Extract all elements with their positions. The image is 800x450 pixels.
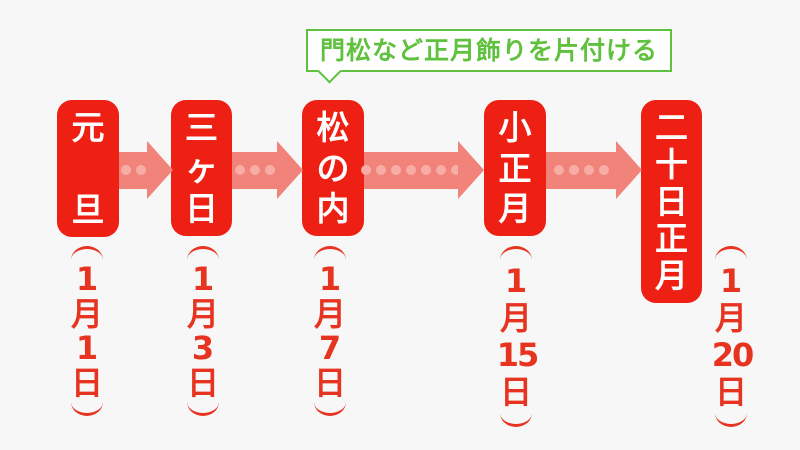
vertical-char: 日 [499,373,532,411]
arrow-dot [391,165,401,175]
vertical-char: 月 [714,299,747,337]
arrow-head-icon [277,141,303,199]
vertical-char: 日 [655,182,688,221]
callout-bubble: 門松など正月飾りを片付ける [306,29,672,84]
callout-text: 門松など正月飾りを片付ける [319,36,658,65]
vertical-close-paren [71,402,103,416]
vertical-char: 15 [496,336,540,374]
vertical-char: 月 [313,294,346,333]
vertical-char: 日 [185,189,218,228]
arrow-dot [376,165,386,175]
arrow-gantan-to-sanganichi [119,141,173,199]
arrow-body [546,151,616,189]
vertical-char: 1 [191,259,215,298]
vertical-char: の [316,148,350,188]
arrow-dot [436,165,446,175]
vertical-close-paren [500,413,532,427]
vertical-char: 月 [186,294,219,333]
arrow-dot [598,165,609,175]
vertical-char: 1 [318,259,342,298]
milestone-matsunouchi: 松の内 [302,100,364,236]
vertical-char: 日 [70,364,103,403]
milestone-sanganichi: 三ヶ日 [171,100,232,236]
arrow-dot [406,165,416,175]
vertical-char: 3 [191,329,215,368]
vertical-char: 三 [185,108,218,147]
vertical-char: 7 [318,329,342,368]
arrow-dot [249,165,260,175]
arrow-sanganichi-to-matsunouchi [232,141,303,199]
vertical-open-paren [187,246,219,260]
vertical-char: 二 [655,108,688,147]
vertical-open-paren [715,246,747,260]
vertical-close-paren [314,402,346,416]
vertical-close-paren [715,413,747,427]
vertical-char: 月 [655,256,688,295]
arrow-dot [451,165,461,175]
vertical-char: 松 [316,108,350,147]
arrow-dot [583,165,594,175]
vertical-char: 20 [711,336,755,374]
vertical-char: 1 [504,262,528,300]
vertical-char: 月 [499,299,532,337]
vertical-open-paren [314,246,346,260]
arrow-koshogatsu-to-hatsuka [546,141,642,199]
vertical-char: 1 [719,262,743,300]
vertical-char: 日 [186,364,219,403]
vertical-char: 内 [316,189,350,228]
vertical-char: 旦 [71,190,105,229]
arrow-dot [568,165,579,175]
milestone-hatsuka-shogatsu: 二十日正月 [641,100,702,303]
vertical-char: 小 [498,108,532,147]
vertical-char: 十 [655,145,688,184]
arrow-body [232,151,277,189]
vertical-char: 月 [70,294,103,333]
arrow-matsunouchi-to-koshogatsu [361,141,484,199]
arrow-head-icon [147,141,173,199]
vertical-char: 日 [714,373,747,411]
arrow-dot [421,165,431,175]
vertical-char: 1 [75,259,99,298]
arrow-dot [553,165,564,175]
vertical-char: 元 [71,108,105,147]
vertical-char: 1 [75,329,99,368]
arrow-body [361,151,461,189]
milestone-koshogatsu: 小正月 [484,100,546,236]
arrow-dot [234,165,245,175]
vertical-char: ヶ [185,148,218,188]
arrow-head-icon [458,141,484,199]
vertical-open-paren [71,246,103,260]
arrow-dot [120,165,131,175]
arrow-head-icon [616,141,642,199]
arrow-dot [135,165,146,175]
vertical-char: 正 [498,148,532,188]
arrow-dot [361,165,371,175]
vertical-open-paren [500,246,532,260]
vertical-char: 日 [313,364,346,403]
arrow-body [119,151,147,189]
vertical-char: 正 [655,219,688,258]
vertical-close-paren [187,402,219,416]
milestone-gantan: 元旦 [57,100,119,237]
arrow-dot [264,165,275,175]
vertical-char: 月 [498,189,532,228]
